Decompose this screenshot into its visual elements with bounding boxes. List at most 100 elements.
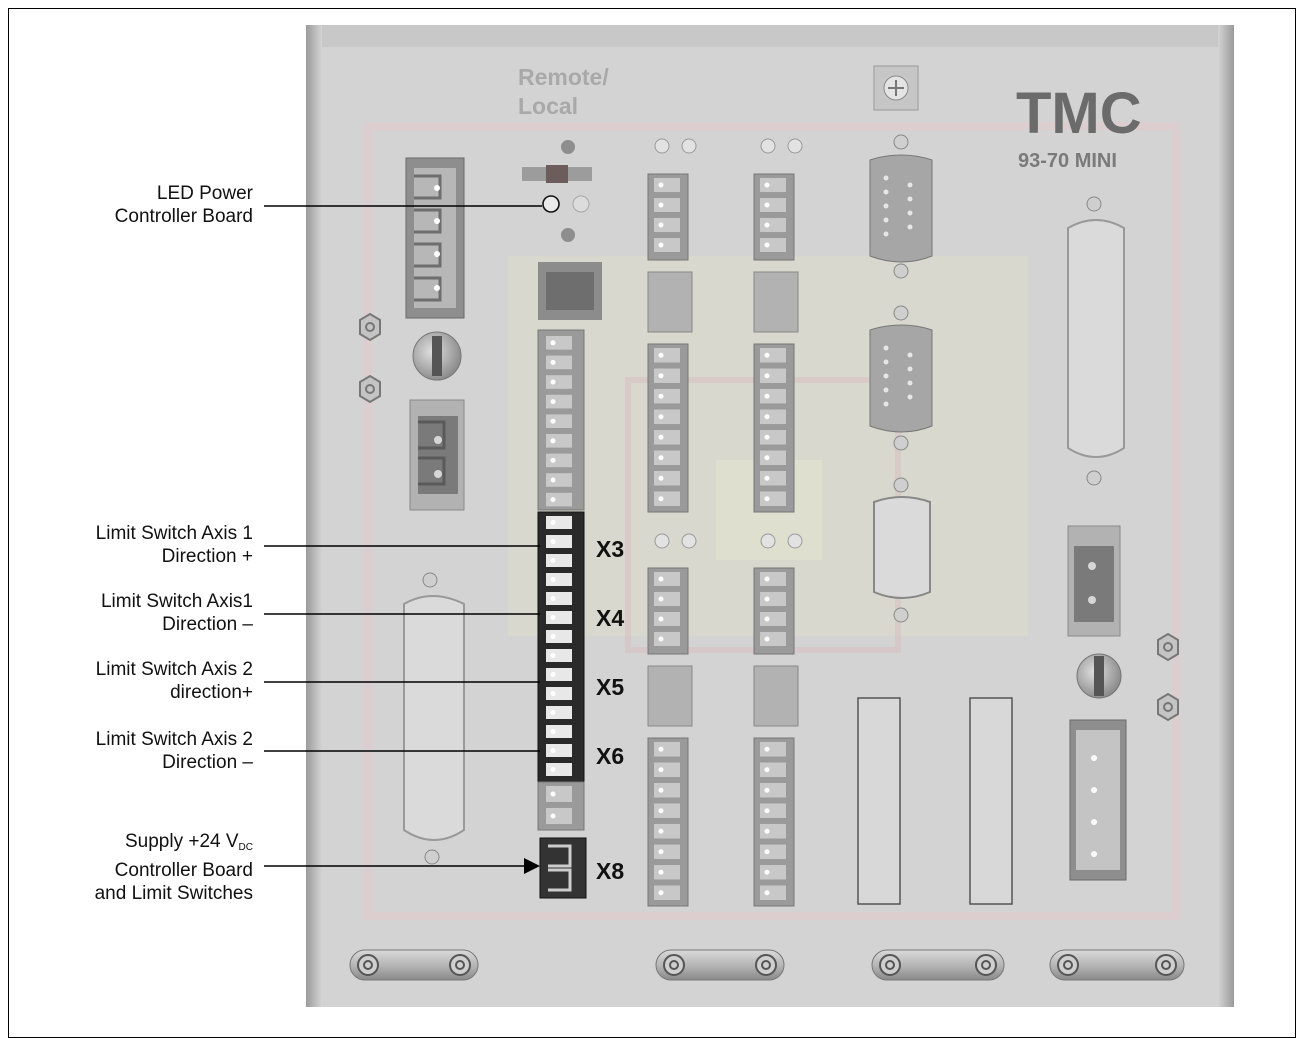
terminal-slot <box>760 865 786 880</box>
clamp-nut-center <box>885 960 895 970</box>
terminal-screw <box>550 615 556 620</box>
terminal-slot <box>654 348 680 363</box>
clamp-nut <box>879 954 901 976</box>
led-power-indicator <box>542 195 560 213</box>
clamp-nut-center <box>669 960 679 970</box>
clamp-bar <box>349 949 479 981</box>
terminal-slot <box>654 742 680 757</box>
terminal-slot <box>760 762 786 777</box>
callout-text: Controller Board <box>114 860 253 881</box>
terminal-screw <box>764 373 770 379</box>
callout-limit-axis1-plus: Limit Switch Axis 1 Direction + <box>96 522 253 568</box>
terminal-screw <box>764 828 770 834</box>
callout-text: Direction – <box>162 752 253 773</box>
clamp-bar <box>871 949 1005 981</box>
terminal-screw <box>550 813 556 819</box>
terminal-screw <box>550 379 556 385</box>
terminal-screw <box>764 414 770 420</box>
terminal-screw <box>764 182 770 188</box>
db-pin <box>907 196 913 202</box>
brand-logo: TMC <box>1016 81 1142 146</box>
terminal-screw <box>764 849 770 855</box>
clamp-nut <box>357 954 379 976</box>
clamp-nut-center <box>363 960 373 970</box>
terminal-screw <box>764 393 770 399</box>
terminal-screw <box>764 576 770 582</box>
terminal-slot <box>546 744 572 757</box>
terminal-screw <box>550 438 556 444</box>
callout-text: Direction + <box>161 546 253 567</box>
terminal-slot <box>546 808 572 824</box>
terminal-slot <box>654 803 680 818</box>
terminal-slot <box>546 687 572 700</box>
db-pin <box>883 189 889 195</box>
terminal-slot <box>654 612 680 626</box>
terminal-slot <box>760 409 786 424</box>
clamp-nut <box>975 954 997 976</box>
terminal-slot <box>760 885 786 900</box>
terminal-slot <box>546 573 572 586</box>
terminal-slot <box>654 178 680 192</box>
terminal-slot <box>654 865 680 880</box>
terminal-slot <box>654 572 680 586</box>
db-pin <box>883 387 889 393</box>
terminal-screw <box>550 418 556 424</box>
db-pin <box>883 203 889 209</box>
terminal-screw <box>658 890 664 896</box>
terminal-slot <box>654 783 680 798</box>
terminal-screw <box>658 828 664 834</box>
db-pin <box>907 366 913 372</box>
terminal-slot <box>546 630 572 643</box>
terminal-screw <box>550 748 556 753</box>
terminal-screw <box>658 808 664 814</box>
terminal-slot <box>760 198 786 212</box>
callout-text: LED Power <box>156 183 253 204</box>
terminal-slot <box>760 430 786 445</box>
terminal-screw <box>658 455 664 461</box>
db-pin <box>907 380 913 386</box>
terminal-slot <box>760 592 786 606</box>
terminal-slot <box>654 218 680 232</box>
terminal-screw <box>550 729 556 734</box>
model-label: 93-70 MINI <box>1018 150 1117 172</box>
callout-text: Controller Board <box>114 206 253 227</box>
terminal-screw <box>764 242 770 248</box>
terminal-slot <box>546 336 572 350</box>
x8-connector <box>539 837 587 899</box>
terminal-slot <box>546 394 572 409</box>
terminal-screw <box>658 182 664 188</box>
callout-supply: Supply +24 VDC Controller Board and Limi… <box>95 830 253 905</box>
connector-label-x5: X5 <box>596 674 625 700</box>
terminal-screw <box>658 576 664 582</box>
remote-local-label: Remote/ <box>518 64 609 90</box>
terminal-screw <box>764 455 770 461</box>
clamp-nut <box>663 954 685 976</box>
terminal-screw <box>658 434 664 440</box>
terminal-slot <box>546 763 572 776</box>
terminal-screw <box>658 352 664 358</box>
terminal-screw <box>764 596 770 602</box>
terminal-slot <box>546 434 572 448</box>
clamp-nut-center <box>455 960 465 970</box>
terminal-screw <box>658 202 664 208</box>
terminal-screw <box>550 653 556 658</box>
terminal-screw <box>550 577 556 582</box>
db-pin <box>883 217 889 223</box>
terminal-screw <box>550 672 556 677</box>
callout-text: Limit Switch Axis 2 <box>95 729 253 750</box>
terminal-slot <box>654 632 680 646</box>
terminal-screw <box>658 496 664 502</box>
connector-label-x8: X8 <box>596 858 625 884</box>
db-pin <box>883 175 889 181</box>
terminal-slot <box>654 430 680 445</box>
terminal-screw <box>658 596 664 602</box>
terminal-screw <box>550 710 556 715</box>
terminal-slot <box>546 473 572 487</box>
db-pin <box>907 210 913 216</box>
terminal-slot <box>546 516 572 529</box>
terminal-slot <box>760 824 786 839</box>
terminal-screw <box>550 340 556 346</box>
terminal-slot <box>546 649 572 662</box>
callout-text: Supply +24 V <box>124 831 239 852</box>
terminal-slot <box>654 368 680 383</box>
